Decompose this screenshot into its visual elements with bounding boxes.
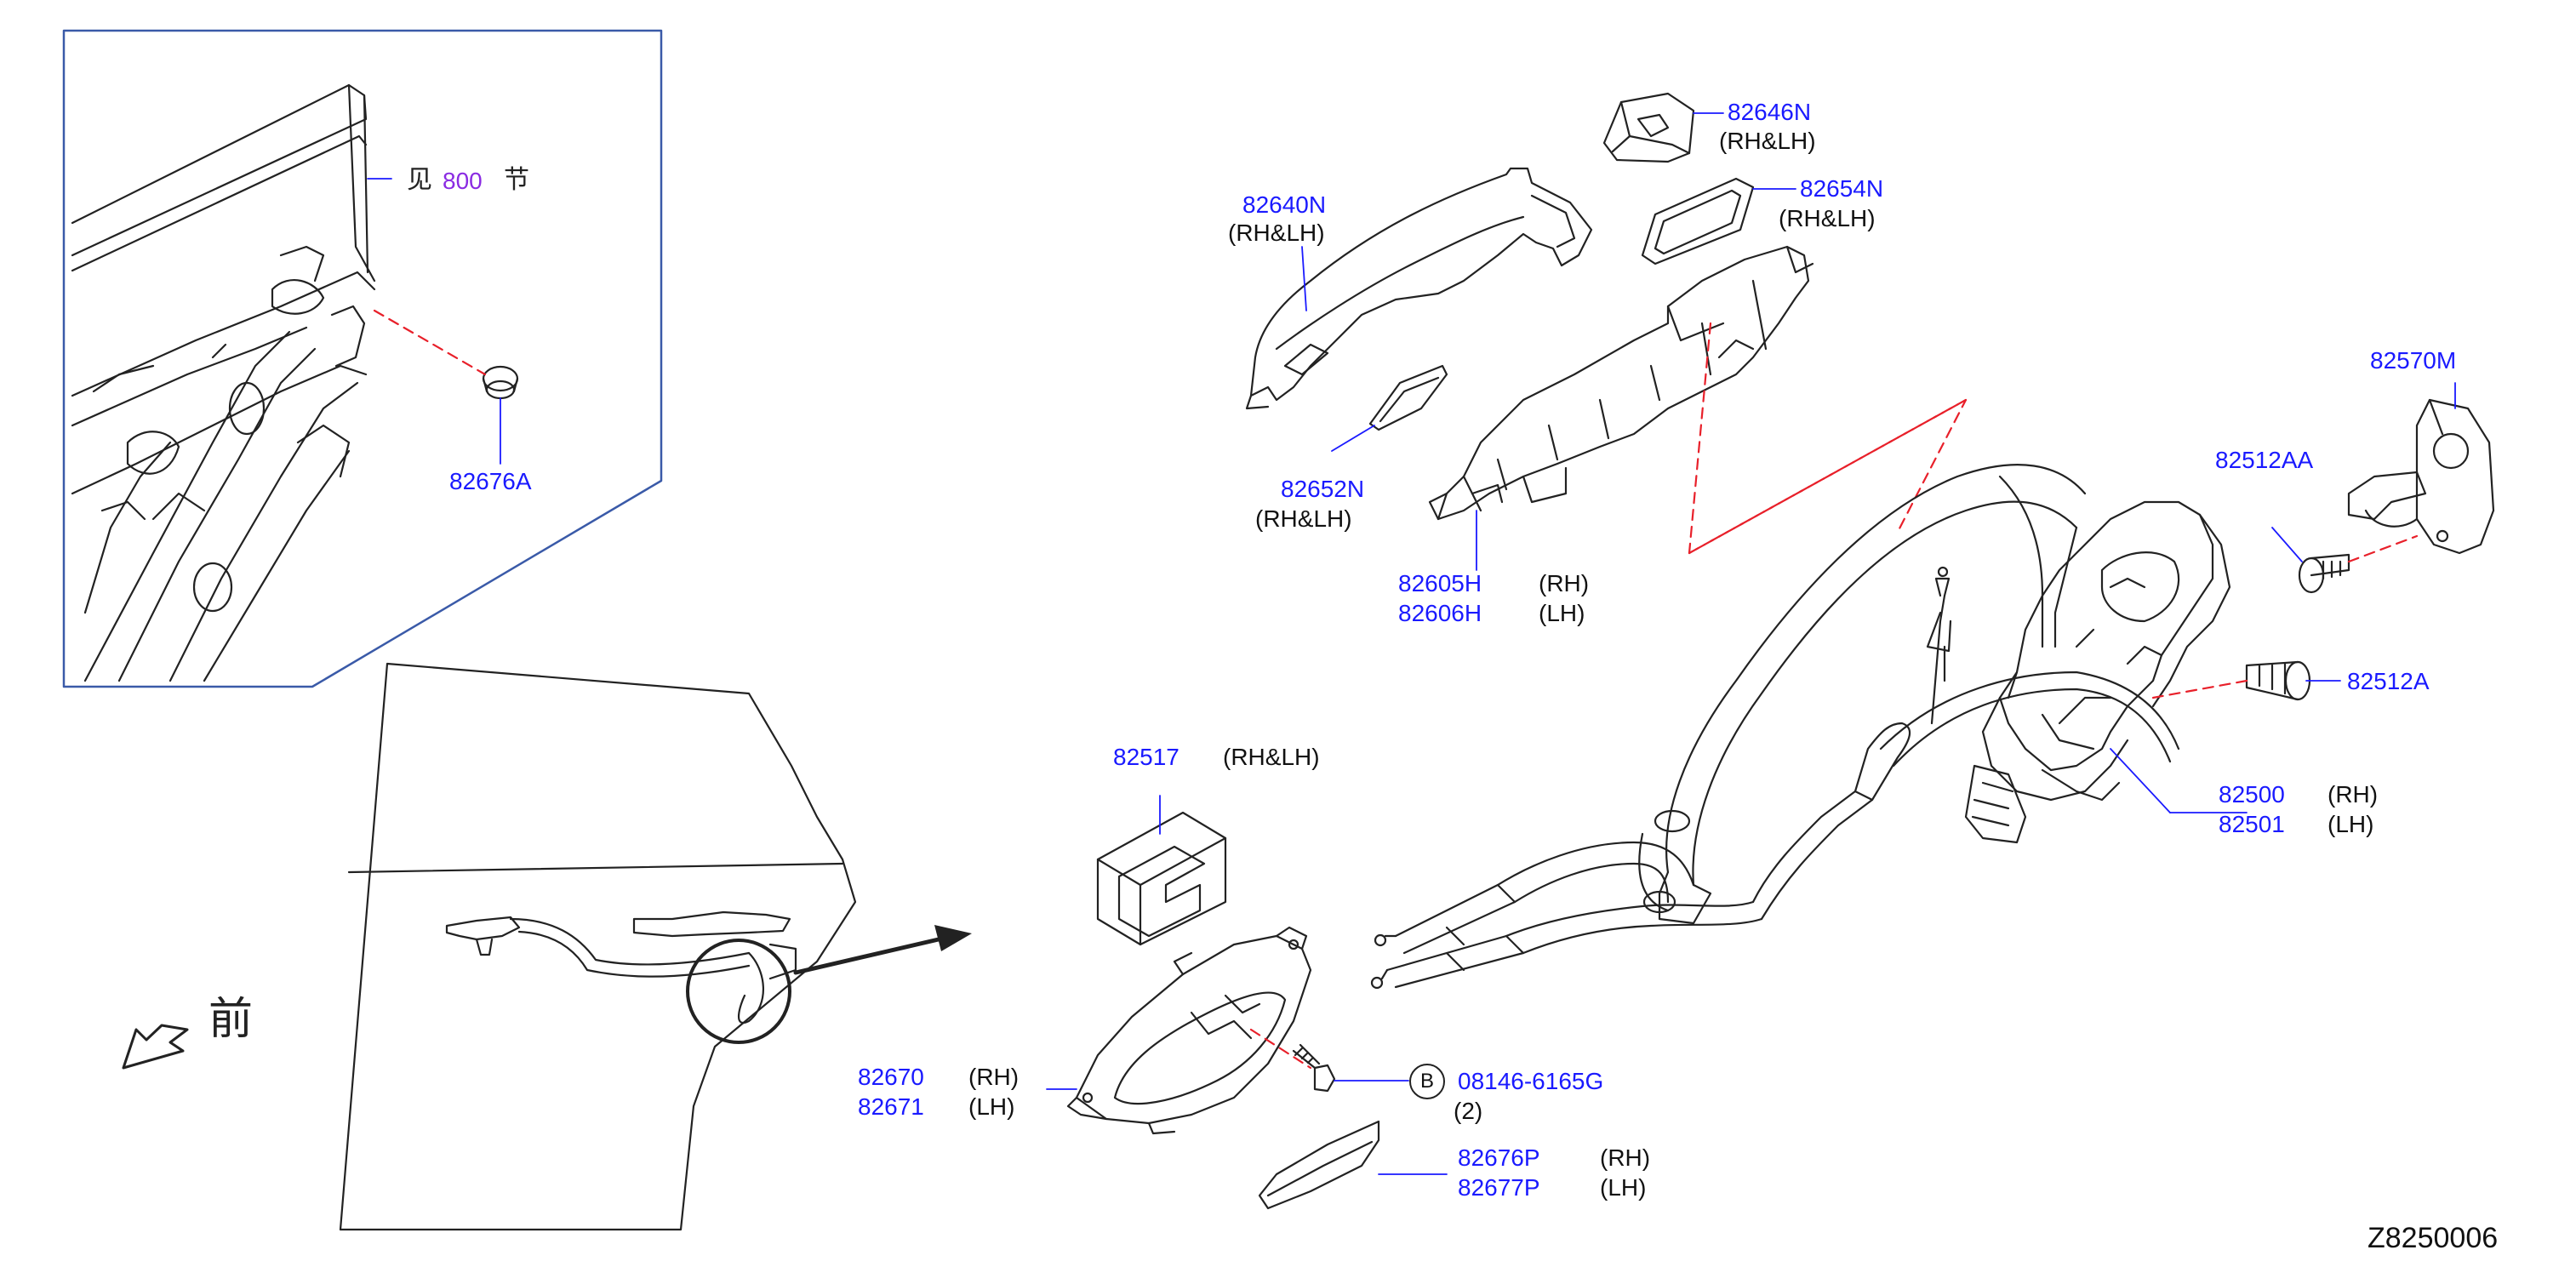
part-side-82646n: (RH&LH) [1719,128,1816,154]
part-number-82512aa[interactable]: 82512AA [2215,447,2314,473]
part-82500-door-lock [1964,500,2231,844]
rear-door-outline [339,662,857,1231]
front-direction-arrow [122,1024,189,1070]
part-82640n [1245,167,1593,410]
bolt-quantity: (2) [1454,1098,1483,1124]
part-side-82652n: (RH&LH) [1255,505,1352,532]
inset-door-frame [71,83,376,682]
part-number-82605h[interactable]: 82605H [1398,570,1482,596]
part-side-82517: (RH&LH) [1223,744,1320,770]
part-side-82676p: (RH) [1600,1144,1651,1171]
cable-assemblies [1370,464,2180,990]
inset-box [62,29,663,688]
part-number-82676a[interactable]: 82676A [449,468,532,494]
part-side-82501: (LH) [2328,811,2374,837]
part-number-08146-6165g[interactable]: 08146-6165G [1458,1068,1604,1094]
diagram-code: Z8250006 [2368,1222,2499,1254]
part-number-82517[interactable]: 82517 [1113,744,1179,770]
grommet-82676a [482,365,519,400]
part-number-82671[interactable]: 82671 [858,1093,924,1120]
front-direction-label: 前 [208,994,254,1045]
part-82654n [1641,177,1755,265]
inset-see-ref-link[interactable]: 800 [443,168,483,194]
part-number-82501[interactable]: 82501 [2219,811,2285,837]
part-82670-inside-handle [1066,926,1312,1135]
part-number-82654n[interactable]: 82654N [1800,175,1884,202]
part-side-82654n: (RH&LH) [1779,205,1876,231]
detail-arrowhead [934,925,972,951]
part-82512aa-screw [2298,553,2350,594]
part-side-82605h: (RH) [1539,570,1590,596]
part-number-82500[interactable]: 82500 [2219,781,2285,808]
part-side-82677p: (LH) [1600,1174,1647,1201]
part-number-82652n[interactable]: 82652N [1281,476,1365,502]
part-number-82677p[interactable]: 82677P [1458,1174,1540,1201]
part-number-82670[interactable]: 82670 [858,1064,924,1090]
part-82512a-screw [2245,660,2311,701]
part-number-82570m[interactable]: 82570M [2370,347,2457,374]
part-side-82671: (LH) [968,1093,1015,1120]
part-82652n [1368,364,1448,431]
part-82517-pad [1096,811,1227,946]
part-number-82676p[interactable]: 82676P [1458,1144,1540,1171]
part-number-82640n[interactable]: 82640N [1242,191,1327,218]
part-number-82646n[interactable]: 82646N [1728,99,1812,125]
part-82605h-bracket [1428,245,1814,521]
inset-see-suffix: 节 [504,165,529,195]
part-82646n [1602,92,1695,163]
part-side-82500: (RH) [2328,781,2379,808]
part-number-82512a[interactable]: 82512A [2347,668,2430,694]
part-82570m-striker [2347,398,2495,555]
bolt-callout-letter: B [1419,1070,1434,1093]
part-side-82640n: (RH&LH) [1228,220,1325,246]
part-08146-bolt [1292,1043,1336,1093]
part-side-82606h: (LH) [1539,600,1585,626]
part-82676p-escutcheon [1258,1120,1380,1210]
part-number-82606h[interactable]: 82606H [1398,600,1482,626]
bolt-callout-circle [1409,1064,1445,1099]
inset-see-prefix: 见 [407,165,432,195]
part-side-82670: (RH) [968,1064,1020,1090]
